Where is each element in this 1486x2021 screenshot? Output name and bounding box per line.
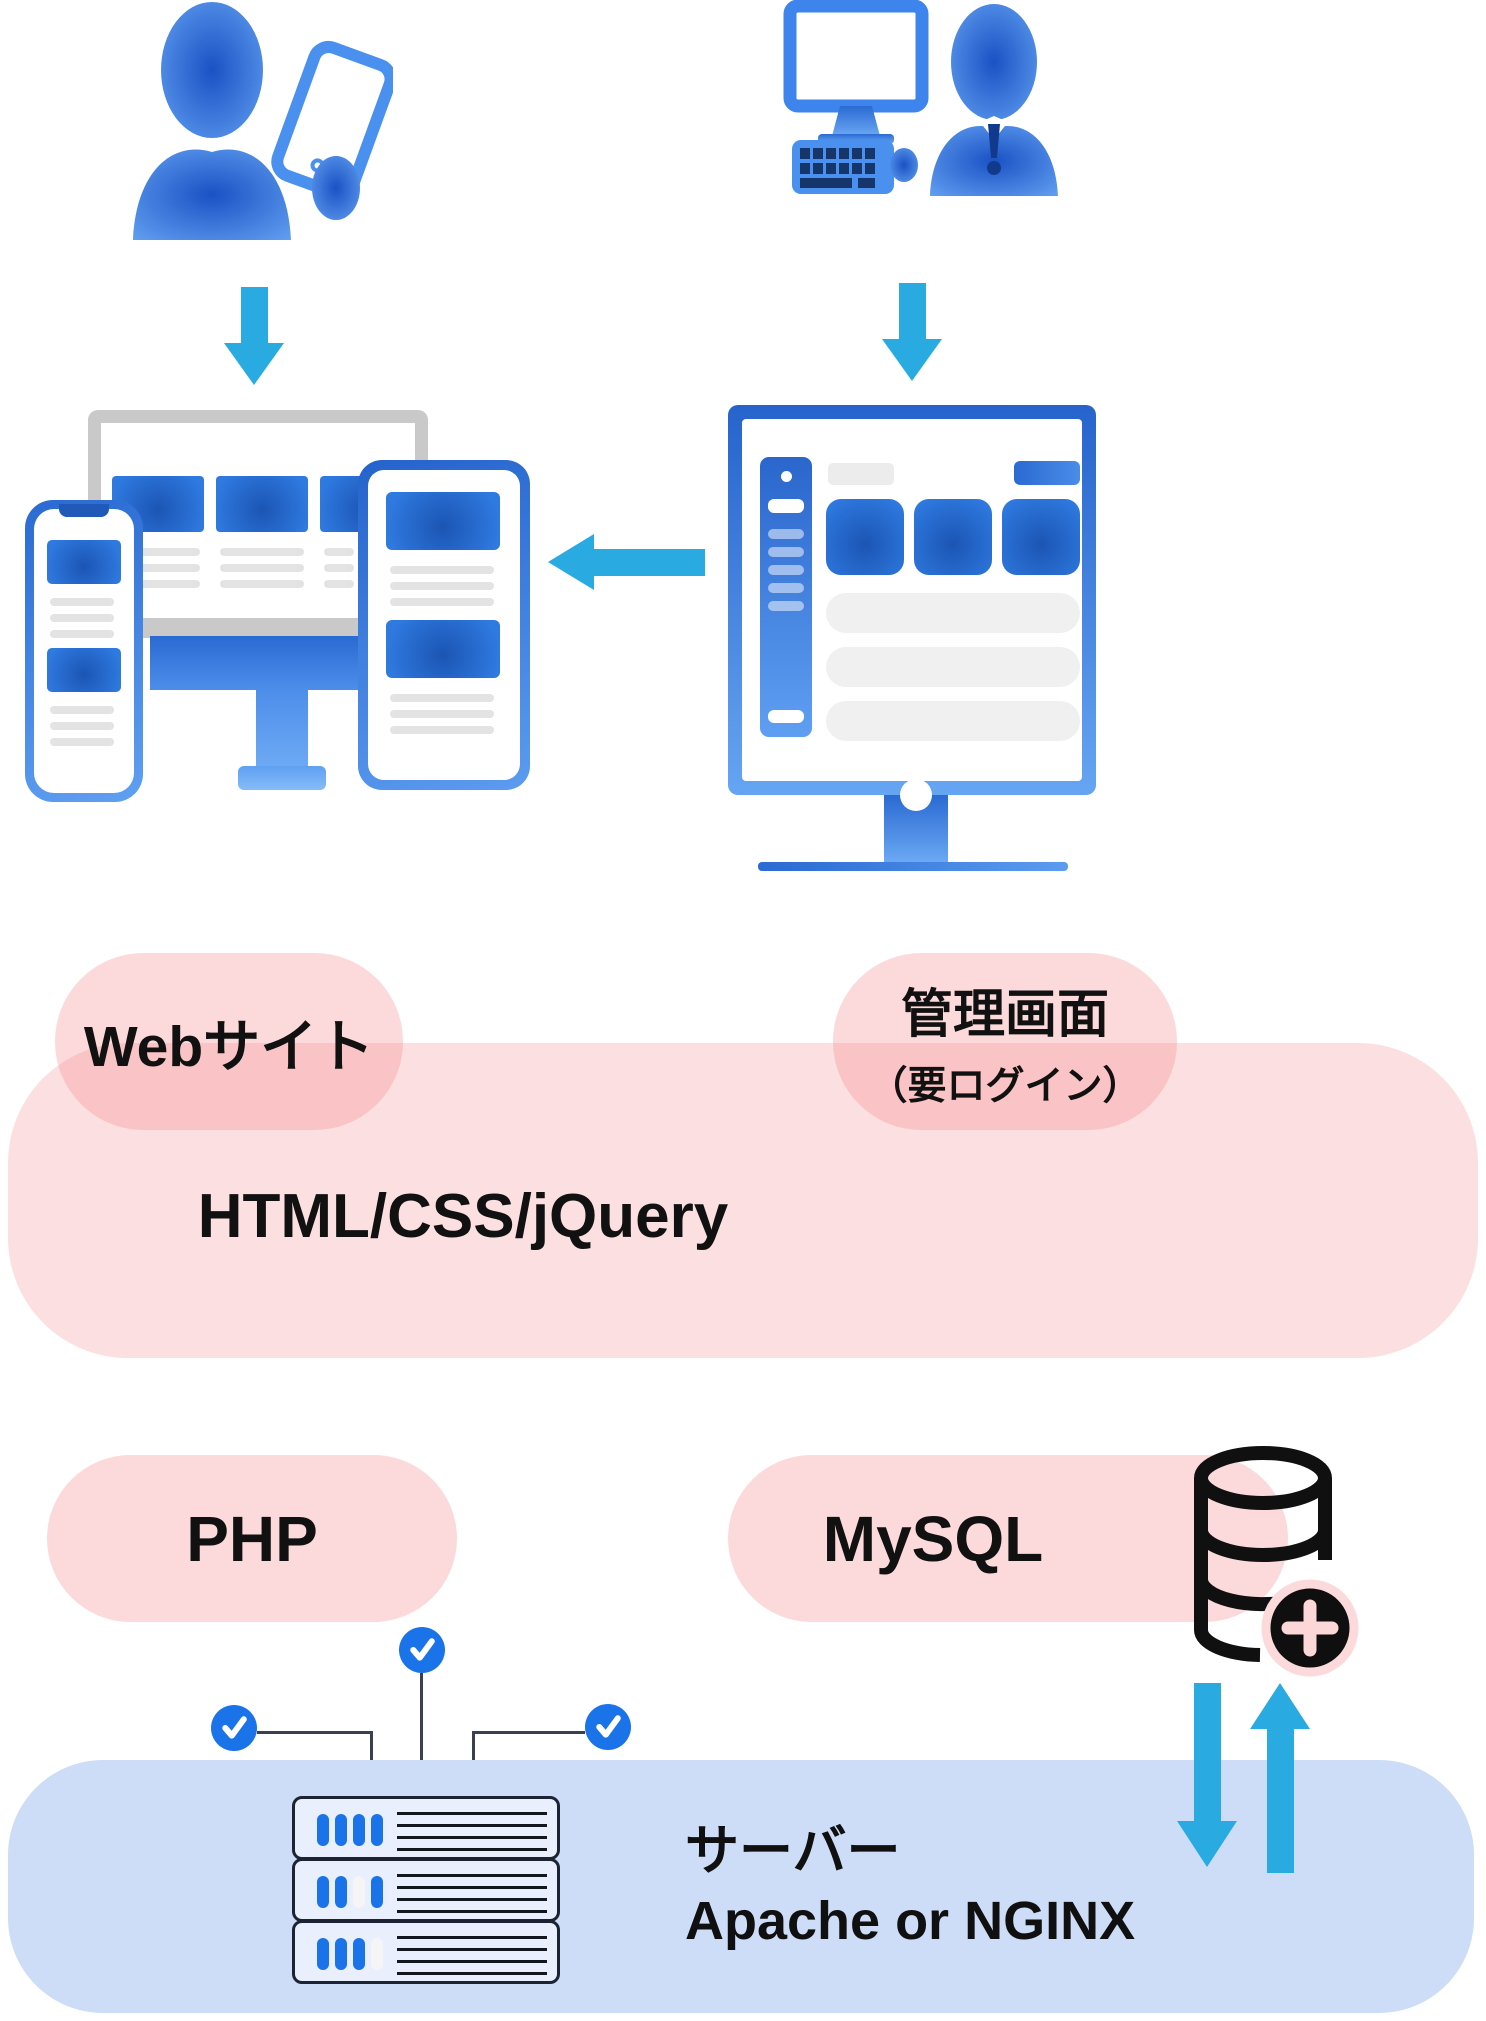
dashboard-row [826,647,1080,687]
admin-panel-note: （要ログイン） [868,1065,1142,1108]
user-with-smartphone-icon [133,2,393,240]
frontend-stack-label: HTML/CSS/jQuery [197,1182,729,1251]
desktop-monitor [783,0,929,113]
mysql-label: MySQL [822,1502,1044,1575]
desktop-monitor-stand [832,106,880,136]
hand-blob [312,156,360,220]
admin-tie [988,124,1000,158]
user-shoulders [133,149,291,240]
dashboard-row [826,593,1080,633]
admin-head [951,4,1037,120]
admin-monitor [728,405,1096,795]
check-circle-icon [585,1704,631,1750]
php-label: PHP [186,1502,318,1575]
keyboard-keys [800,148,875,188]
admin-with-computer-icon [783,0,1058,196]
database-add-icon [1193,1446,1359,1677]
server-name-label: サーバー [685,1821,901,1881]
admin-panel-pill: 管理画面 （要ログイン） [833,953,1177,1130]
hero-card [216,476,308,532]
user-head [161,2,263,138]
admin-panel-label: 管理画面 [900,986,1109,1044]
connector-line [257,1731,373,1734]
dashboard-card [914,499,992,575]
connector-line [472,1731,585,1734]
dashboard-topbar-label [828,463,894,485]
admin-monitor-base [758,862,1068,871]
server-software-label: Apache or NGINX [685,1891,1136,1951]
dashboard-row [826,701,1080,741]
dashboard-sidebar [760,457,812,737]
admin-button [987,161,1001,175]
server-box [8,1760,1474,2013]
check-circle-icon [399,1627,445,1673]
frontend-stack-box: HTML/CSS/jQuery [8,1043,1478,1358]
connector-line [420,1673,423,1796]
mouse [890,148,918,182]
dashboard-card [1002,499,1080,575]
php-pill: PHP [47,1455,457,1622]
website-pill: Webサイト [55,953,403,1130]
dashboard-card [826,499,904,575]
admin-monitor-stand [884,779,948,862]
admin-shoulders [930,125,1058,196]
check-circle-icon [211,1705,257,1751]
dashboard-topbar-button [1014,461,1080,485]
website-label: Webサイト [83,1014,375,1079]
